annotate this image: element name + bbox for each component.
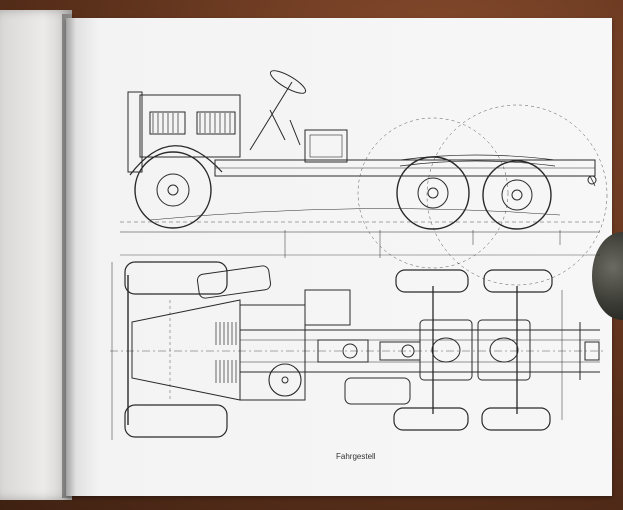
figure-caption: Fahrgestell [336,452,376,461]
chassis-top-view-icon [110,254,605,440]
left-book-page [0,10,72,500]
book-gutter [62,14,76,498]
right-book-page [66,18,612,496]
chassis-side-view-icon [120,70,608,286]
